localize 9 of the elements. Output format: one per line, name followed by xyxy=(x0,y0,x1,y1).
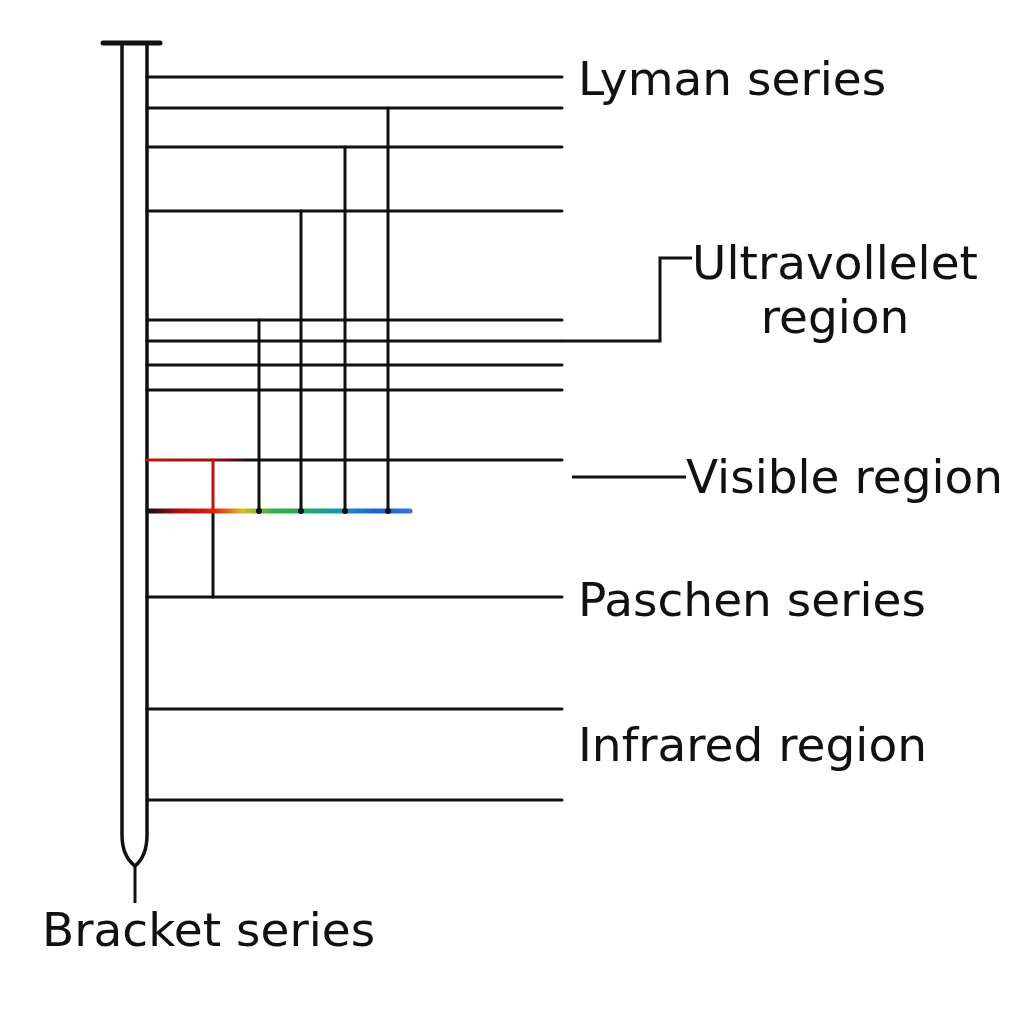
series-label: Paschen series xyxy=(578,573,926,627)
series-label: Bracket series xyxy=(42,903,376,957)
region-label: Visible region xyxy=(686,450,1004,504)
series-label: Lyman series xyxy=(578,52,887,106)
region-label: Ultravollelet region xyxy=(692,235,979,345)
region-label: Infrared region xyxy=(578,718,927,772)
leader-line xyxy=(572,475,686,479)
leader-line xyxy=(133,866,137,903)
leader-line xyxy=(562,256,692,343)
